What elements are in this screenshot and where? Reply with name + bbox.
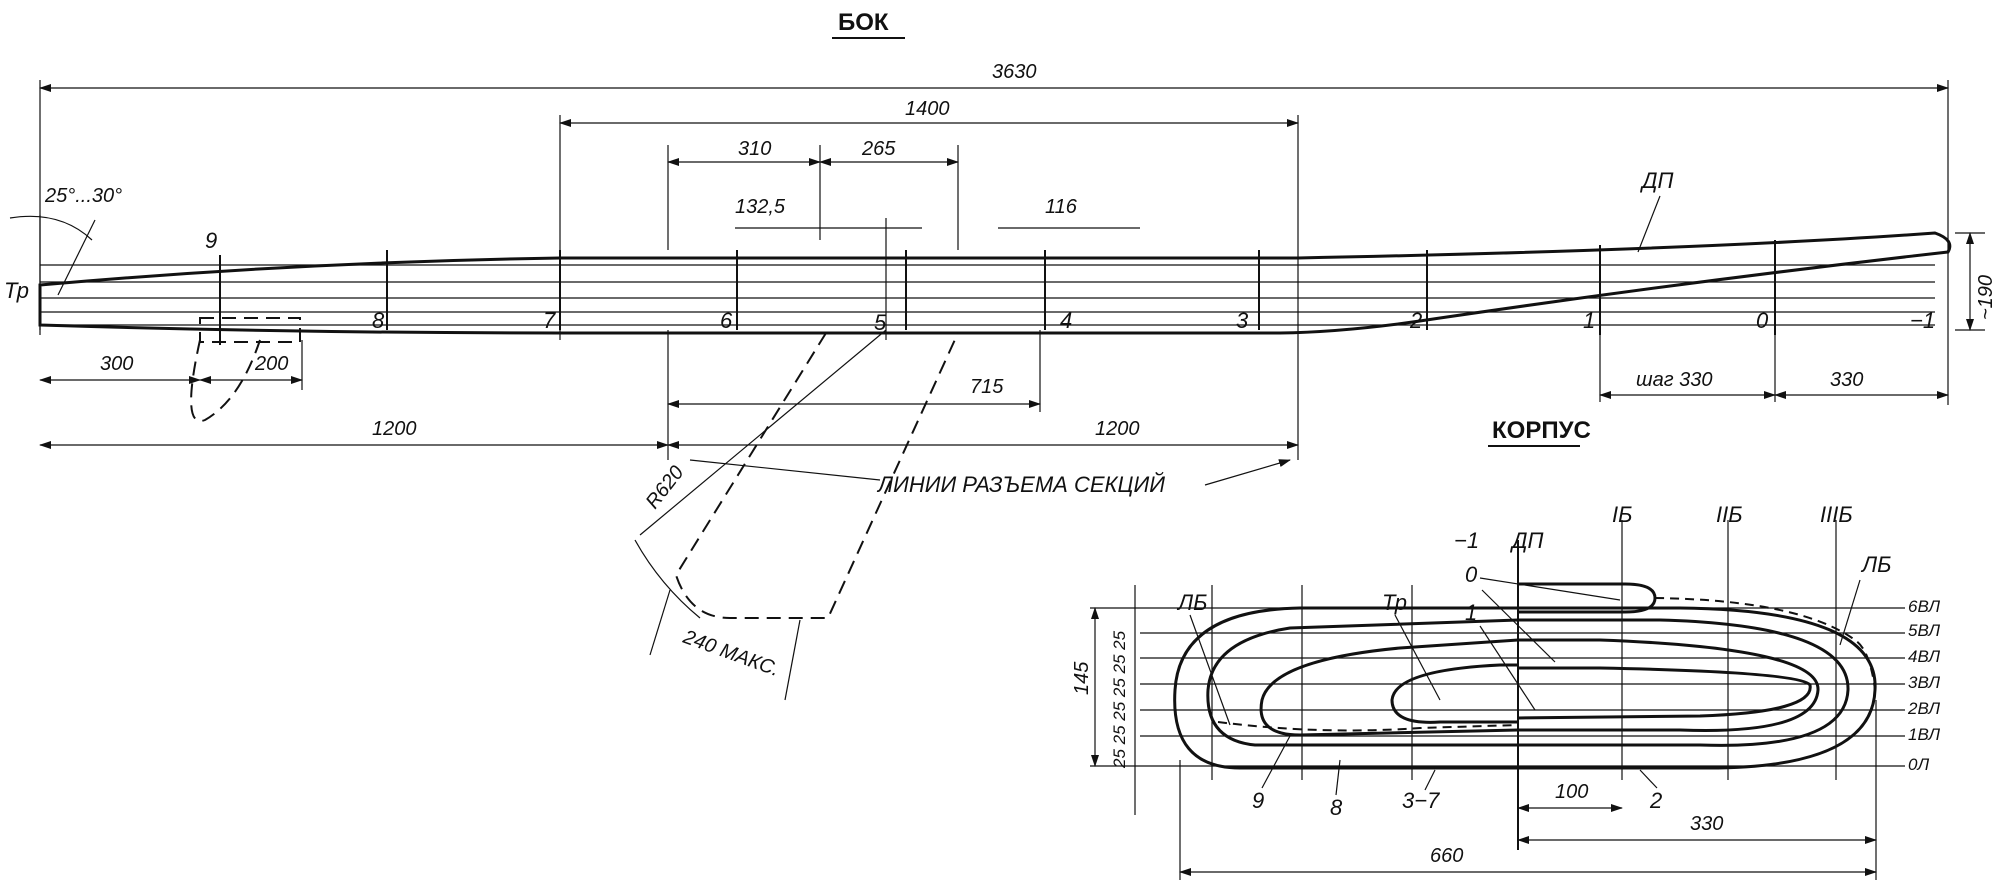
joint-leader-left (689, 459, 881, 481)
fin-max-label: 240 МАКС. (679, 626, 782, 681)
dim-bp-height-label: 145 (1071, 661, 1093, 695)
bp-st-3-7: 3−7 (1402, 788, 1440, 813)
dim-116-label: 116 (1045, 196, 1078, 218)
bp-st-9: 9 (1252, 788, 1264, 813)
radius-arc (634, 539, 701, 619)
station-1: 1 (1583, 308, 1595, 333)
leader-2 (1639, 769, 1658, 789)
dim-overall-label: 3630 (992, 61, 1037, 83)
radius-label: R620 (642, 462, 689, 513)
side-view-title: БОК (838, 9, 889, 36)
bp-st-8: 8 (1330, 795, 1343, 820)
transom-label: Тр (4, 278, 29, 303)
bp-minus1: −1 (1454, 528, 1479, 553)
section-8 (1259, 638, 1820, 737)
centerline-label: ДП (1639, 168, 1673, 193)
bp-st-2: 2 (1649, 788, 1662, 813)
dim-top-span-label: 1400 (905, 98, 950, 120)
bp-st-1: 1 (1465, 600, 1477, 625)
body-buttocks (1211, 520, 1837, 850)
station-minus1: −1 (1910, 308, 1935, 333)
station-5: 5 (874, 310, 887, 335)
angle-arc (9, 215, 93, 241)
fin-dim-ext2 (784, 619, 801, 701)
leader-buttock-left (1189, 614, 1231, 726)
leader-9 (1261, 735, 1291, 789)
dim-310-label: 310 (738, 138, 771, 160)
dim-step-label: шаг 330 (1636, 369, 1713, 391)
wl-label: 4ВЛ (1908, 647, 1940, 666)
wl-label: 2ВЛ (1907, 699, 1940, 718)
centerline-leader (1637, 195, 1661, 253)
wl-label: 5ВЛ (1908, 621, 1940, 640)
leader-buttock-right (1839, 579, 1861, 646)
station-6: 6 (720, 308, 733, 333)
bp-buttock-2: IIБ (1716, 502, 1743, 527)
leader-1 (1479, 625, 1536, 711)
station-8: 8 (372, 308, 385, 333)
station-7: 7 (543, 308, 556, 333)
rudder-outline (190, 339, 261, 422)
dim-1200-right-label: 1200 (1095, 418, 1140, 440)
body-plan-title: КОРПУС (1492, 417, 1591, 444)
wl-label: 0Л (1908, 755, 1929, 774)
bp-buttock-3: IIIБ (1820, 502, 1853, 527)
dim-bp-100-label: 100 (1555, 781, 1588, 803)
station-3: 3 (1236, 308, 1249, 333)
dim-132-5-label: 132,5 (735, 196, 786, 218)
bp-st-0: 0 (1465, 562, 1478, 587)
rudder-box (199, 317, 301, 343)
bp-buttock-1: IБ (1612, 502, 1632, 527)
side-waterlines (40, 264, 1935, 326)
angle-label: 25°...30° (44, 185, 122, 207)
leader-transom (1394, 614, 1441, 701)
hull-profile (38, 231, 1952, 335)
dim-height-label: ~190 (1975, 275, 1997, 320)
section-0-dashed (1654, 597, 1876, 691)
dim-265-label: 265 (861, 138, 896, 160)
dim-715-label: 715 (970, 376, 1004, 398)
side-view: БОК 3630 1400 310 265 132,5 116 (4, 9, 1997, 701)
dim-bp-330-label: 330 (1690, 813, 1723, 835)
dim-1200-left-label: 1200 (372, 418, 417, 440)
dim-wl-spacing-label: 25 25 25 25 25 25 (1110, 630, 1129, 769)
wl-label: 3ВЛ (1908, 673, 1940, 692)
bp-buttock-right: ЛБ (1860, 552, 1891, 577)
station-2: 2 (1409, 308, 1422, 333)
section-1 (1517, 666, 1812, 720)
fin-outline (674, 332, 959, 619)
radius-line (639, 329, 887, 536)
wl-label: 6ВЛ (1908, 597, 1940, 616)
bp-buttock-left: ЛБ (1176, 590, 1207, 615)
bp-transom: Тр (1382, 590, 1407, 615)
section-joints-label: ЛИНИИ РАЗЪЕМА СЕКЦИЙ (876, 471, 1165, 497)
leader-3-7 (1424, 769, 1436, 791)
joint-leader-right (1204, 459, 1291, 486)
transom-angle-line (57, 219, 96, 296)
station-0: 0 (1756, 308, 1769, 333)
dim-330-label: 330 (1830, 369, 1863, 391)
leader-0 (1479, 577, 1621, 601)
side-stations (219, 240, 1776, 345)
bp-centerline: ДП (1509, 528, 1543, 553)
leader-0b (1481, 589, 1556, 663)
body-plan: КОРПУС 6ВЛ 5ВЛ 4ВЛ 3ВЛ 2ВЛ 1ВЛ 0Л (1071, 417, 1940, 880)
wl-label: 1ВЛ (1908, 725, 1940, 744)
station-9: 9 (205, 228, 217, 253)
dim-200-label: 200 (254, 353, 288, 375)
fin-dim-ext1 (649, 589, 671, 656)
section-transom (1390, 663, 1518, 724)
leader-8 (1335, 759, 1341, 796)
station-4: 4 (1060, 308, 1072, 333)
dim-bp-660-label: 660 (1430, 845, 1463, 867)
section-9-dashed (1217, 721, 1519, 732)
section-3-7 (1206, 618, 1850, 747)
dim-300-label: 300 (100, 353, 133, 375)
